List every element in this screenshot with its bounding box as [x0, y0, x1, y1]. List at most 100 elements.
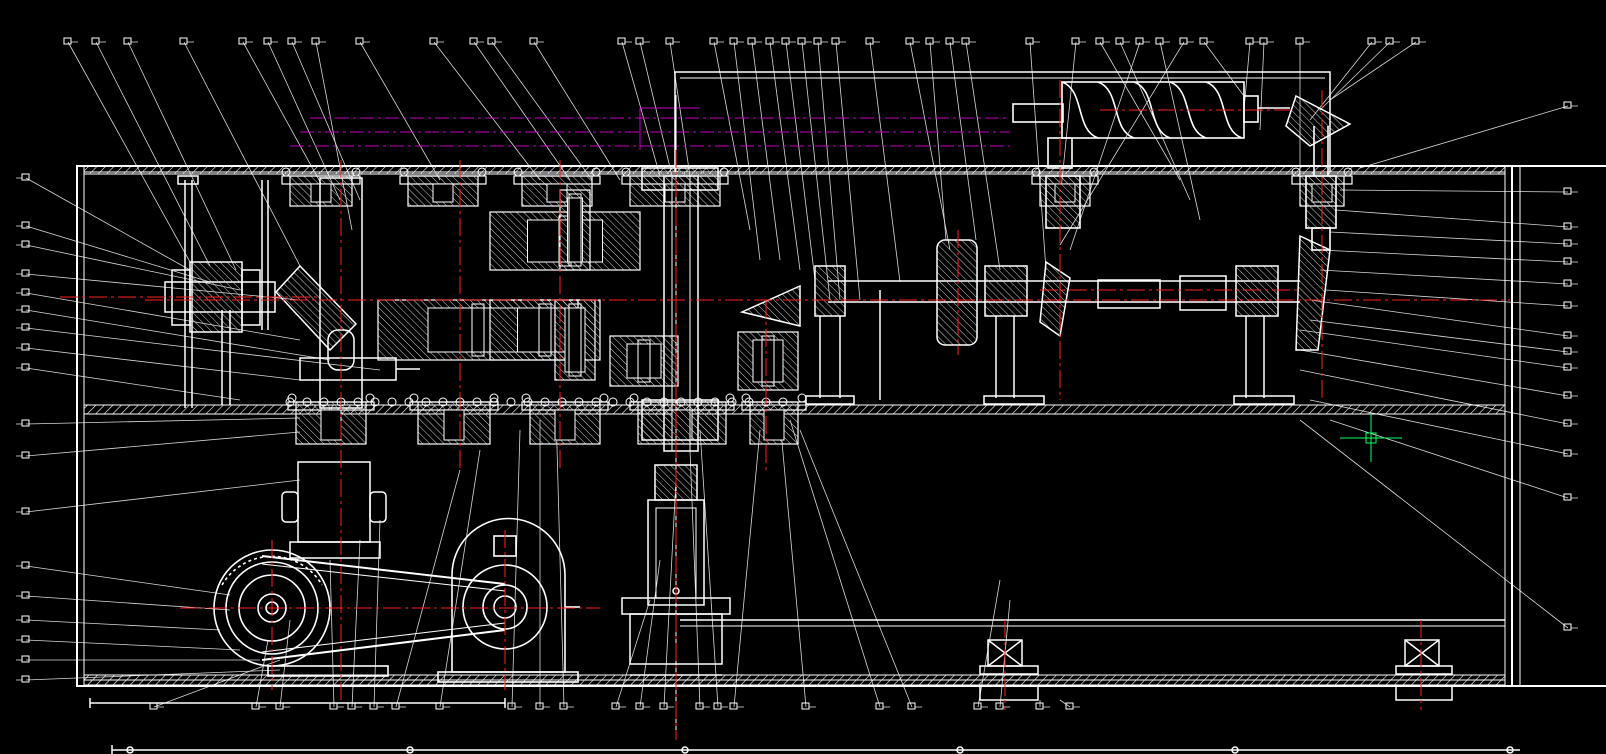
leader-line: [1299, 369, 1569, 425]
callout-square: [1563, 101, 1572, 109]
callout-square: [961, 37, 970, 45]
dimension-lines: [290, 107, 1010, 150]
center-lines: [60, 80, 1510, 740]
leader-line: [25, 479, 301, 513]
callout-square: [1563, 363, 1572, 371]
callout-square: [617, 37, 626, 45]
callout-square: [21, 591, 30, 599]
bearing-bore: [320, 409, 342, 441]
callout-square: [1563, 347, 1572, 355]
callout-square: [21, 323, 30, 331]
callout-square: [1199, 37, 1208, 45]
callout-square: [21, 419, 30, 427]
callout-square: [611, 702, 620, 710]
gear: [377, 189, 799, 391]
cad-cursor-icon: [1340, 414, 1402, 462]
callout-square: [469, 37, 478, 45]
bolt-head: [778, 397, 788, 407]
leader-line: [1309, 299, 1569, 337]
callout-square: [275, 702, 284, 710]
leader-line: [1335, 209, 1569, 228]
callout-square: [1367, 37, 1376, 45]
callout-square: [1563, 222, 1572, 230]
callout-square: [487, 37, 496, 45]
callout-square: [21, 305, 30, 313]
leader-line: [1329, 419, 1569, 499]
callout-square: [1563, 279, 1572, 287]
callout-square: [1071, 37, 1080, 45]
callout-square: [1259, 37, 1268, 45]
leader-line: [25, 225, 211, 283]
worm-screw: [1012, 81, 1337, 251]
leader-line: [1329, 41, 1417, 101]
callout-square: [925, 37, 934, 45]
leader-line: [127, 41, 237, 271]
gear-keyway: [761, 335, 775, 387]
bolt-head: [591, 167, 601, 177]
bearing-bore: [432, 183, 454, 203]
callout-square: [875, 702, 884, 710]
leader-line: [869, 41, 901, 283]
callout-square: [659, 702, 668, 710]
callout-square: [238, 37, 247, 45]
bolt-head: [557, 397, 567, 407]
bolt-head: [365, 393, 375, 403]
leader-line: [395, 469, 461, 708]
callout-square: [1411, 37, 1420, 45]
bolt-head: [404, 397, 414, 407]
leader-line: [1243, 41, 1251, 111]
leader-line: [779, 419, 807, 708]
callout-square: [831, 37, 840, 45]
leader-line: [67, 41, 191, 263]
leader-line: [255, 639, 269, 708]
callout-square: [179, 37, 188, 45]
leader-line: [1203, 41, 1245, 97]
callout-square: [747, 37, 756, 45]
leader-line: [25, 431, 301, 457]
callout-square: [1563, 301, 1572, 309]
callout-square: [21, 173, 30, 181]
bolt-head: [1291, 167, 1301, 177]
callout-square: [559, 702, 568, 710]
bolt-head: [727, 397, 737, 407]
callout-square: [1295, 37, 1304, 45]
callout-square: [251, 702, 260, 710]
leader-line: [1359, 105, 1569, 169]
callout-square: [713, 702, 722, 710]
support-leg: [680, 619, 1505, 627]
leader-line: [183, 41, 301, 267]
callout-square: [1065, 702, 1074, 710]
leader-line: [1029, 41, 1047, 271]
leader-line: [25, 273, 301, 301]
leader-line: [669, 41, 691, 177]
callout-square: [1563, 187, 1572, 195]
callout-leaders: [16, 41, 1578, 708]
gear-keyway: [637, 339, 651, 383]
callout-square: [1025, 37, 1034, 45]
leader-line: [25, 367, 241, 401]
leader-line: [639, 41, 673, 177]
bearing-bore: [554, 409, 576, 441]
leader-line: [929, 41, 947, 241]
leader-line: [621, 41, 661, 177]
bolt-head: [285, 397, 295, 407]
callout-square: [347, 702, 356, 710]
bolt-head: [438, 397, 448, 407]
callout-square: [21, 269, 30, 277]
leader-line: [789, 419, 881, 708]
leader-line: [25, 309, 331, 361]
bolt-head: [1031, 167, 1041, 177]
callout-square: [123, 37, 132, 45]
callout-square: [63, 37, 72, 45]
callout-square: [21, 363, 30, 371]
callout-square: [1563, 493, 1572, 501]
callout-square: [21, 221, 30, 229]
bolt-head: [472, 397, 482, 407]
callout-square: [1035, 702, 1044, 710]
bolt-head: [513, 167, 523, 177]
top-rail: [674, 71, 1331, 172]
leader-line: [555, 409, 565, 708]
bolt-head: [540, 397, 550, 407]
callout-square: [287, 37, 296, 45]
